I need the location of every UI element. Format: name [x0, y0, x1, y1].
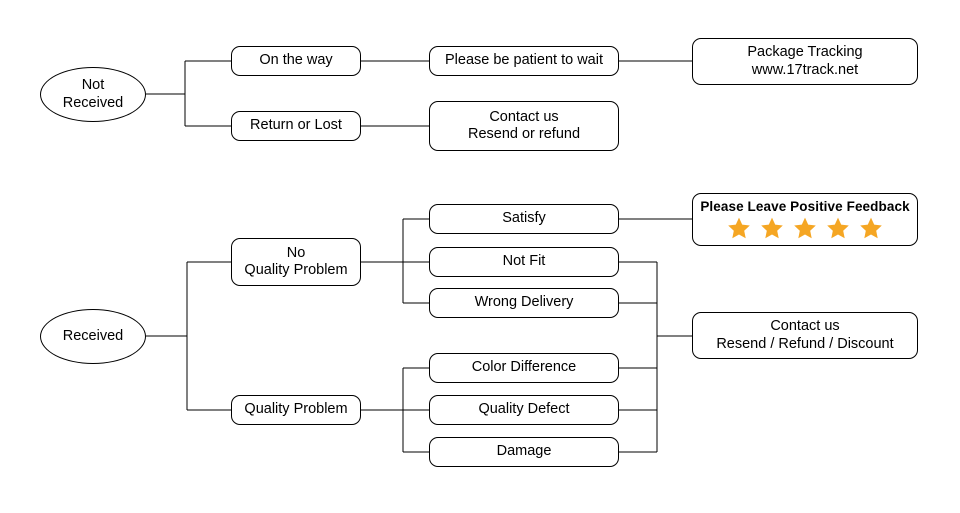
- star-icon[interactable]: [859, 216, 883, 240]
- node-damage[interactable]: Damage: [429, 437, 619, 467]
- node-not-received[interactable]: Not Received: [40, 67, 146, 122]
- node-not-received-label: Not Received: [62, 77, 124, 111]
- node-received[interactable]: Received: [40, 309, 146, 364]
- node-satisfy-label: Satisfy: [502, 210, 546, 227]
- star-rating[interactable]: [727, 216, 883, 240]
- node-satisfy[interactable]: Satisfy: [429, 204, 619, 234]
- node-no-quality-problem-label: No Quality Problem: [244, 244, 348, 278]
- node-color-difference[interactable]: Color Difference: [429, 353, 619, 383]
- node-color-difference-label: Color Difference: [471, 359, 577, 376]
- node-return-or-lost-label: Return or Lost: [250, 117, 342, 134]
- node-please-be-patient[interactable]: Please be patient to wait: [429, 46, 619, 76]
- node-no-quality-problem[interactable]: No Quality Problem: [231, 238, 361, 286]
- node-not-fit-label: Not Fit: [502, 253, 546, 270]
- node-package-tracking[interactable]: Package Tracking www.17track.net: [692, 38, 918, 85]
- node-return-or-lost[interactable]: Return or Lost: [231, 111, 361, 141]
- star-icon[interactable]: [727, 216, 751, 240]
- node-contact-us-resend-refund-label: Contact us Resend or refund: [467, 108, 581, 142]
- star-icon[interactable]: [793, 216, 817, 240]
- node-quality-problem[interactable]: Quality Problem: [231, 395, 361, 425]
- node-quality-problem-label: Quality Problem: [244, 401, 348, 418]
- node-received-label: Received: [62, 327, 124, 344]
- node-contact-us-resend-refund[interactable]: Contact us Resend or refund: [429, 101, 619, 151]
- node-quality-defect-label: Quality Defect: [478, 401, 570, 418]
- star-icon[interactable]: [760, 216, 784, 240]
- node-package-tracking-label: Package Tracking www.17track.net: [747, 44, 863, 78]
- node-positive-feedback-label: Please Leave Positive Feedback: [700, 198, 910, 214]
- node-positive-feedback[interactable]: Please Leave Positive Feedback: [692, 193, 918, 246]
- node-quality-defect[interactable]: Quality Defect: [429, 395, 619, 425]
- node-not-fit[interactable]: Not Fit: [429, 247, 619, 277]
- node-contact-us-resend-refund-discount[interactable]: Contact us Resend / Refund / Discount: [692, 312, 918, 359]
- node-contact-us-resend-refund-discount-label: Contact us Resend / Refund / Discount: [716, 318, 894, 352]
- node-on-the-way[interactable]: On the way: [231, 46, 361, 76]
- star-icon[interactable]: [826, 216, 850, 240]
- node-please-be-patient-label: Please be patient to wait: [445, 52, 603, 69]
- node-on-the-way-label: On the way: [259, 52, 333, 69]
- node-wrong-delivery-label: Wrong Delivery: [474, 294, 574, 311]
- node-damage-label: Damage: [496, 443, 552, 460]
- node-wrong-delivery[interactable]: Wrong Delivery: [429, 288, 619, 318]
